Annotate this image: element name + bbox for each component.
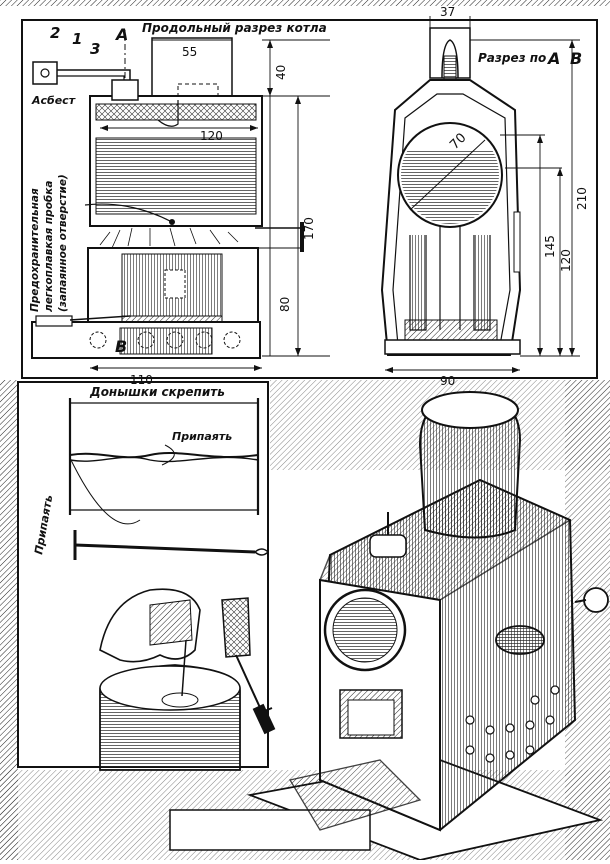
assembly-sketch — [68, 398, 276, 771]
callout-2: 2 — [50, 24, 60, 42]
steam-pipe — [57, 69, 131, 82]
callout-3: 3 — [90, 40, 100, 58]
cross-title-a: A — [546, 49, 560, 68]
solder-pointer-1 — [161, 444, 175, 466]
callout-1: 1 — [72, 30, 82, 48]
fuel-tray — [288, 759, 422, 831]
cross-section-ab — [380, 16, 580, 373]
cross-title-b: B — [570, 49, 582, 68]
safety-plug-line-2: легкоплавкая пробка — [43, 181, 55, 312]
burner-fitting-icon — [32, 61, 58, 85]
dim-80: 80 — [278, 297, 292, 312]
dim-37: 37 — [440, 5, 455, 19]
dimension-arrowheads — [90, 40, 301, 371]
dim-120-cross: 120 — [559, 249, 573, 272]
callout-b: B — [115, 337, 127, 356]
asbestos-label: Асбест — [31, 94, 76, 107]
flywheel — [583, 587, 609, 613]
asbestos-layer — [95, 103, 257, 121]
bottoms-label: Донышки скрепить — [89, 385, 225, 399]
flame-hatching — [99, 227, 239, 249]
dim-210: 210 — [575, 187, 589, 210]
solder-label-1: Припаять — [172, 430, 232, 443]
dim-120-longitudinal: 120 — [200, 129, 223, 143]
safety-plug-pointer — [84, 203, 173, 223]
safety-plug-line-1: Предохранительная — [29, 188, 41, 312]
water-section — [95, 137, 257, 215]
steam-dome — [429, 27, 471, 79]
longitudinal-title: Продольный разрез котла — [142, 21, 327, 35]
dim-110: 110 — [130, 373, 153, 387]
cross-arrowheads — [385, 40, 575, 373]
dim-55: 55 — [182, 45, 197, 59]
labels: Продольный разрез котла 2 1 3 A B Асбест… — [29, 5, 589, 556]
chimney-box — [151, 37, 233, 97]
longitudinal-section — [31, 30, 330, 371]
cross-dimension-lines — [385, 16, 580, 371]
safety-plug-line-3: (запаянное отверстие) — [57, 174, 69, 312]
cross-title: Разрез по — [478, 51, 546, 65]
side-window — [495, 625, 545, 655]
callout-a: A — [114, 25, 128, 44]
dim-170: 170 — [302, 217, 316, 240]
long-rod — [74, 543, 256, 554]
rivets — [465, 685, 560, 763]
soldering-iron-handle — [252, 703, 276, 735]
model-engine-sketch — [169, 391, 609, 861]
dim-145: 145 — [543, 235, 557, 258]
solder-pointer-2 — [69, 457, 141, 525]
dim-40: 40 — [274, 65, 288, 80]
steam-valve — [369, 534, 407, 558]
soldering-iron-head — [221, 597, 251, 658]
twisted-wire — [69, 452, 259, 459]
longitudinal-dimension-lines — [90, 39, 330, 369]
dim-90: 90 — [440, 374, 455, 388]
